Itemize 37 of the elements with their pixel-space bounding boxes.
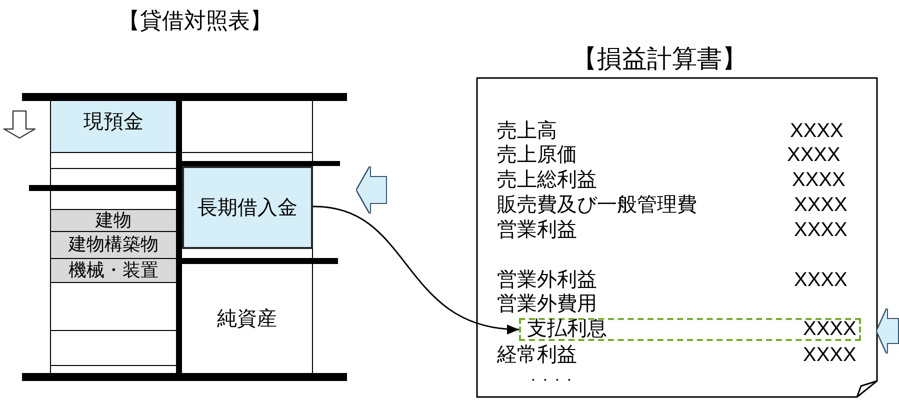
blank-row	[50, 330, 176, 365]
block-arrow	[877, 309, 898, 353]
account-name: 営業外利益	[497, 268, 597, 292]
block-arrow	[357, 167, 386, 213]
curved-arrow	[312, 206, 520, 334]
account-name: 売上高	[497, 119, 557, 143]
amount: XXXX	[794, 218, 848, 242]
account-name: 販売費及び一般管理費	[497, 193, 697, 217]
account-cell: 建物構築物	[50, 231, 176, 258]
account-name: 売上総利益	[497, 168, 597, 192]
account-cell: 現預金	[50, 101, 176, 152]
blank-row	[50, 152, 176, 168]
blank-row	[50, 365, 176, 373]
blank-row	[50, 282, 176, 330]
amount: XXXX	[787, 143, 840, 167]
account-name: 売上原価	[497, 143, 577, 167]
amount: XXXX	[803, 320, 856, 339]
account-cell: 建物	[50, 210, 176, 231]
amount: XXXX	[792, 168, 846, 192]
account-name: 営業利益	[497, 218, 577, 242]
amount: XXXX	[790, 119, 844, 143]
account-name: 営業外費用	[497, 292, 597, 316]
table-heading: 【貸借対照表】	[118, 8, 272, 34]
amount: XXXX	[794, 268, 848, 292]
blank-row	[182, 247, 313, 258]
blank-row	[182, 152, 313, 161]
account-name: 経常利益	[497, 343, 577, 367]
amount: XXXX	[794, 193, 848, 217]
account-cell: 機械・装置	[50, 258, 176, 282]
blank-row	[50, 168, 176, 185]
highlight-box	[519, 318, 861, 341]
statement-heading: 【損益計算書】	[572, 45, 747, 74]
account-name: 支払利息	[527, 320, 607, 339]
ellipsis: ・・・・	[527, 372, 575, 389]
blank-row	[50, 191, 176, 210]
account-cell: 長期借入金	[182, 166, 313, 247]
amount: XXXX	[803, 343, 856, 367]
